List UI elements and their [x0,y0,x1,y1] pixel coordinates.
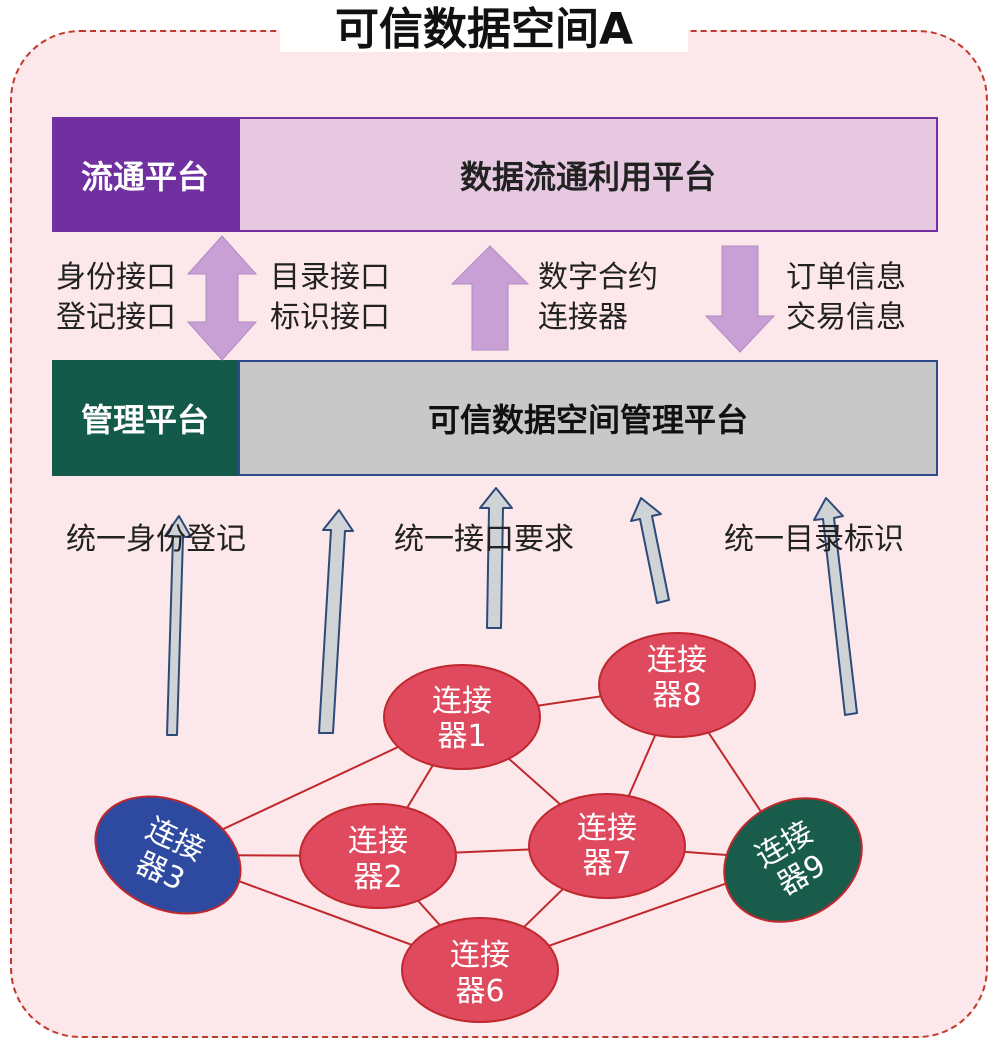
connector-1-line1: 连接 [432,684,492,719]
connector-node-1: 连接 器1 [383,664,541,770]
upward-arrow-4 [630,497,670,604]
trusted-space-management-platform-text: 可信数据空间管理平台 [427,401,748,439]
upward-arrow-2 [318,509,354,734]
identity-interface-label: 身份接口 登记接口 [56,258,176,338]
registration-interface-line: 登记接口 [56,300,176,335]
connector-7-line1: 连接 [577,811,637,846]
unified-interface-requirement: 统一接口要求 [394,522,574,557]
management-platform-label: 管理平台 [52,360,238,476]
order-info-line: 订单信息 [786,260,906,295]
upward-arrow-5 [813,497,858,716]
connector-node-7: 连接 器7 [528,793,686,899]
management-platform-label-text: 管理平台 [80,401,209,439]
contract-connector-label: 数字合约 连接器 [538,258,658,338]
bidirectional-interface-arrow [186,235,258,361]
connector-line: 连接器 [538,300,628,335]
data-circulation-platform-box: 数据流通利用平台 [238,117,938,232]
digital-contract-line: 数字合约 [538,260,658,295]
connector-node-8: 连接 器8 [598,632,756,738]
downward-order-arrow [704,245,776,353]
upward-contract-arrow [450,245,530,351]
unified-catalog-requirement: 统一目录标识 [724,522,904,557]
connector-node-6: 连接 器6 [401,917,559,1023]
catalog-interface-label: 目录接口 标识接口 [270,258,390,338]
connector-6-line1: 连接 [450,938,510,973]
connector-2-line2: 器2 [353,860,402,895]
diagram-title: 可信数据空间A [334,4,634,55]
connector-1-line2: 器1 [437,719,486,754]
connector-node-9: 连接 器9 [723,797,863,923]
connector-node-3: 连接 器3 [94,795,242,915]
connector-8-line1: 连接 [647,643,707,678]
identifier-interface-line: 标识接口 [270,300,390,335]
title-background [280,8,688,52]
unified-identity-requirement: 统一身份登记 [66,522,246,557]
circulation-platform-label-text: 流通平台 [80,157,209,196]
connector-8-line2: 器8 [652,678,701,713]
connector-7-line2: 器7 [582,846,631,881]
connector-2-line1: 连接 [348,824,408,859]
connector-6-line2: 器6 [455,974,504,1009]
trusted-space-management-platform-box: 可信数据空间管理平台 [238,360,938,476]
order-trade-info-label: 订单信息 交易信息 [786,258,906,338]
upward-arrow-3 [479,487,513,629]
circulation-platform-label: 流通平台 [52,117,238,232]
catalog-interface-line: 目录接口 [270,260,390,295]
connector-node-2: 连接 器2 [299,803,457,909]
upward-arrow-1 [164,515,192,736]
data-circulation-platform-text: 数据流通利用平台 [459,157,716,196]
trade-info-line: 交易信息 [786,300,906,335]
identity-interface-line: 身份接口 [56,260,176,295]
